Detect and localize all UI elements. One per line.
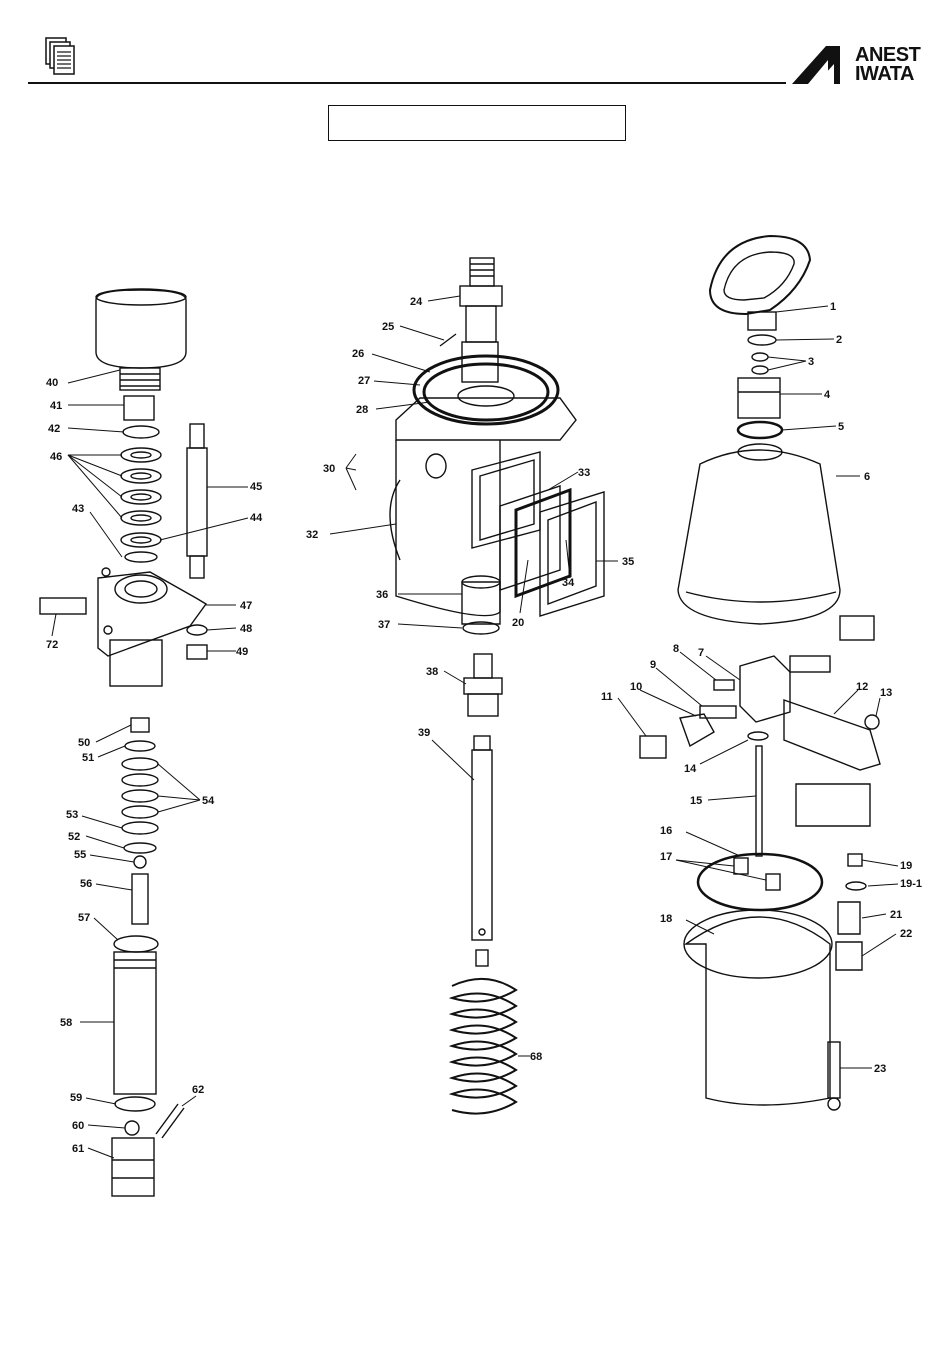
callout-40: 40: [46, 377, 58, 389]
spring-68-drawing: [452, 979, 516, 1114]
callout-6: 6: [864, 471, 870, 483]
callout-48: 48: [240, 623, 252, 635]
callout-24: 24: [410, 296, 423, 308]
callout-4: 4: [824, 389, 831, 401]
callout-42: 42: [48, 423, 60, 435]
orings-26-28-drawing: [414, 356, 558, 424]
callout-43: 43: [72, 503, 84, 515]
callout-3: 3: [808, 356, 814, 368]
callout-22: 22: [900, 928, 912, 940]
left-lower-stack-drawing: [112, 718, 184, 1196]
callout-16: 16: [660, 825, 672, 837]
callout-37: 37: [378, 619, 390, 631]
callout-20: 20: [512, 617, 524, 629]
callout-56: 56: [80, 878, 92, 890]
left-washers-drawing: [121, 396, 161, 562]
handle-1-drawing: [710, 236, 810, 330]
callout-52: 52: [68, 831, 80, 843]
callout-27: 27: [358, 375, 370, 387]
callout-21: 21: [890, 909, 902, 921]
callout-68: 68: [530, 1051, 542, 1063]
callout-72: 72: [46, 639, 58, 651]
callout-55: 55: [74, 849, 86, 861]
callout-33: 33: [578, 467, 590, 479]
callout-34: 34: [562, 577, 575, 589]
callout-15: 15: [690, 795, 702, 807]
callout-14: 14: [684, 763, 697, 775]
callout-9: 9: [650, 659, 656, 671]
callout-7: 7: [698, 647, 704, 659]
callout-39: 39: [418, 727, 430, 739]
callout-57: 57: [78, 912, 90, 924]
callout-45: 45: [250, 481, 262, 493]
callout-58: 58: [60, 1017, 72, 1029]
callout-12: 12: [856, 681, 868, 693]
callout-35: 35: [622, 556, 634, 568]
callout-51: 51: [82, 752, 94, 764]
callout-30: 30: [323, 463, 335, 475]
callout-59: 59: [70, 1092, 82, 1104]
callout-2: 2: [836, 334, 842, 346]
callout-36: 36: [376, 589, 388, 601]
callout-17: 17: [660, 851, 672, 863]
base-18-drawing: [684, 784, 870, 1110]
cap-40-drawing: [96, 289, 186, 390]
filter-33-35-drawing: [500, 486, 604, 616]
callout-25: 25: [382, 321, 394, 333]
callout-61: 61: [72, 1143, 84, 1155]
callout-50: 50: [78, 737, 90, 749]
part-drawings: [40, 236, 880, 1196]
center-lower-drawing: [462, 576, 502, 966]
callout-53: 53: [66, 809, 78, 821]
flange-47-drawing: [40, 568, 207, 686]
callout-47: 47: [240, 600, 252, 612]
callout-13: 13: [880, 687, 892, 699]
callout-54: 54: [202, 795, 215, 807]
cup-6-drawing: [678, 444, 840, 624]
callout-38: 38: [426, 666, 438, 678]
callout-19: 19: [900, 860, 912, 872]
callout-18: 18: [660, 913, 672, 925]
callout-5: 5: [838, 421, 844, 433]
callout-23: 23: [874, 1063, 886, 1075]
callout-26: 26: [352, 348, 364, 360]
callout-41: 41: [50, 400, 62, 412]
callout-60: 60: [72, 1120, 84, 1132]
callout-46: 46: [50, 451, 62, 463]
callout-28: 28: [356, 404, 368, 416]
callout-62: 62: [192, 1084, 204, 1096]
callout-8: 8: [673, 643, 679, 655]
callout-44: 44: [250, 512, 263, 524]
callout-49: 49: [236, 646, 248, 658]
callout-19-1: 19-1: [900, 878, 922, 890]
callout-11: 11: [601, 691, 613, 703]
callout-10: 10: [630, 681, 642, 693]
callout-32: 32: [306, 529, 318, 541]
right-fittings-drawing: [738, 335, 782, 438]
callout-1: 1: [830, 301, 836, 313]
leader-lines: [52, 296, 898, 1158]
rod-45-drawing: [187, 424, 207, 578]
